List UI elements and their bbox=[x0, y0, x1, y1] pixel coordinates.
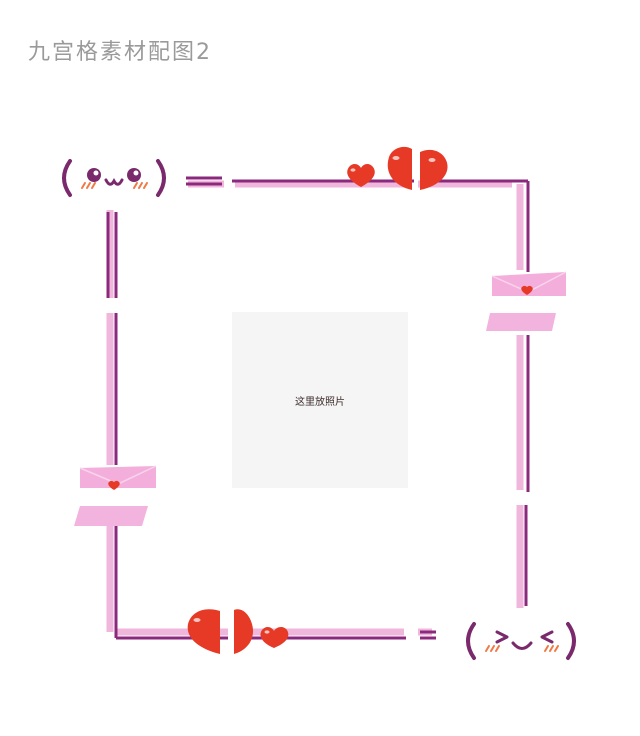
heart-broken-bottom bbox=[187, 609, 254, 654]
envelope-icon-left bbox=[79, 465, 157, 490]
photo-placeholder-label: 这里放照片 bbox=[295, 396, 345, 408]
kaomoji-happy-face-icon bbox=[466, 622, 576, 660]
photo-placeholder: 这里放照片 bbox=[232, 312, 408, 488]
page-title: 九宫格素材配图2 bbox=[28, 40, 212, 65]
envelope-icon-right bbox=[491, 271, 567, 296]
heart-broken-top bbox=[387, 146, 448, 190]
tape-right bbox=[486, 313, 556, 331]
heart-small-bottom bbox=[260, 627, 289, 648]
kaomoji-face-icon bbox=[62, 159, 166, 197]
tape-left bbox=[74, 506, 148, 526]
heart-small-top bbox=[347, 164, 375, 187]
